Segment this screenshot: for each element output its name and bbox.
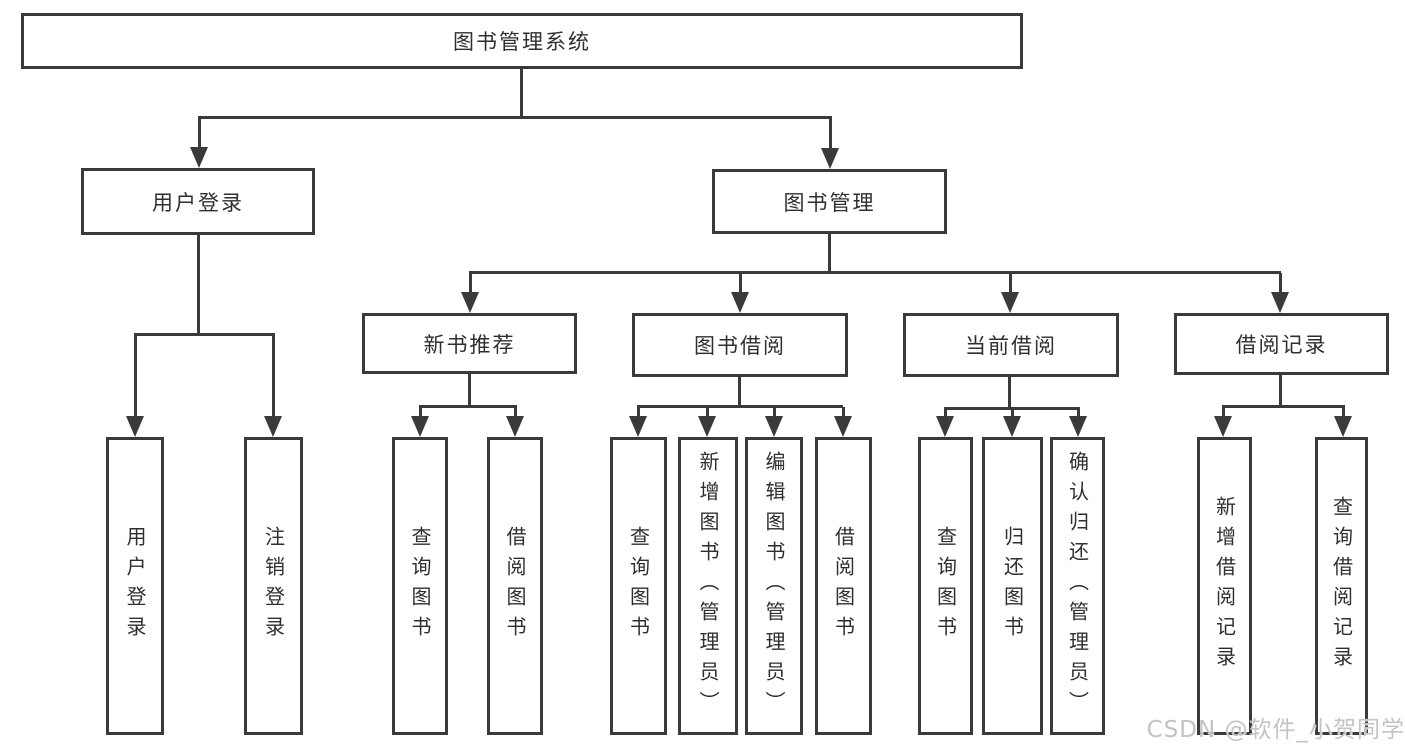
connector-line-vertical: [520, 69, 523, 118]
connector-line-vertical: [1279, 375, 1282, 408]
arrowhead-down-icon: [731, 292, 749, 313]
arrowhead-down-icon: [1001, 292, 1019, 313]
connector-line-horizontal: [944, 407, 1080, 410]
arrow-stem: [739, 273, 742, 303]
leaf-borrow-add-books-admin: 新增图书（管理员）: [678, 437, 738, 735]
connector-line-horizontal: [198, 116, 832, 119]
leaf-borrow-query-books: 查询图书: [610, 437, 667, 735]
arrow-stem: [829, 118, 832, 159]
arrow-stem: [1279, 273, 1282, 303]
node-book-borrow: 图书借阅: [632, 313, 848, 377]
arrowhead-down-icon: [506, 416, 524, 437]
leaf-user-login: 用户登录: [106, 437, 164, 735]
node-current-borrow: 当前借阅: [903, 313, 1119, 377]
arrowhead-down-icon: [765, 416, 783, 437]
arrowhead-down-icon: [1214, 416, 1232, 437]
arrow-stem: [272, 335, 275, 427]
arrowhead-down-icon: [1334, 416, 1352, 437]
arrowhead-down-icon: [126, 416, 144, 437]
connector-line-horizontal: [134, 333, 275, 336]
leaf-current-query-books: 查询图书: [918, 437, 973, 735]
node-new-book-recommend: 新书推荐: [362, 313, 577, 374]
arrowhead-down-icon: [698, 416, 716, 437]
arrowhead-down-icon: [1271, 292, 1289, 313]
leaf-current-confirm-return-admin: 确认归还（管理员）: [1050, 437, 1105, 735]
leaf-recommend-query-books: 查询图书: [392, 437, 448, 735]
leaf-records-query-borrow-record: 查询借阅记录: [1315, 437, 1368, 735]
leaf-recommend-borrow-books: 借阅图书: [487, 437, 543, 735]
arrowhead-down-icon: [1003, 416, 1021, 437]
arrowhead-down-icon: [821, 148, 839, 169]
node-borrow-records: 借阅记录: [1174, 313, 1389, 375]
node-user-login: 用户登录: [81, 168, 315, 235]
leaf-records-add-borrow-record: 新增借阅记录: [1197, 437, 1252, 735]
arrowhead-down-icon: [264, 416, 282, 437]
arrowhead-down-icon: [629, 416, 647, 437]
arrowhead-down-icon: [461, 292, 479, 313]
arrow-stem: [1009, 273, 1012, 303]
arrow-stem: [198, 118, 201, 158]
node-book-management: 图书管理: [712, 169, 947, 234]
arrowhead-down-icon: [834, 416, 852, 437]
arrowhead-down-icon: [190, 147, 208, 168]
connector-line-horizontal: [637, 405, 843, 408]
csdn-watermark: CSDN @软件_小贺同学: [1146, 717, 1405, 743]
node-library-management-system: 图书管理系统: [21, 13, 1023, 69]
connector-line-horizontal: [1222, 405, 1345, 408]
leaf-borrow-edit-books-admin: 编辑图书（管理员）: [745, 437, 803, 735]
leaf-logout: 注销登录: [244, 437, 303, 735]
connector-line-vertical: [197, 235, 200, 335]
arrow-stem: [469, 273, 472, 303]
connector-line-vertical: [828, 234, 831, 274]
connector-line-horizontal: [419, 405, 517, 408]
connector-line-vertical: [1008, 377, 1011, 410]
arrowhead-down-icon: [1069, 416, 1087, 437]
leaf-current-return-books: 归还图书: [982, 437, 1043, 735]
connector-line-vertical: [468, 374, 471, 408]
connector-line-horizontal: [469, 271, 1281, 274]
arrowhead-down-icon: [411, 416, 429, 437]
arrowhead-down-icon: [936, 416, 954, 437]
connector-line-vertical: [738, 377, 741, 408]
arrow-stem: [134, 335, 137, 427]
leaf-borrow-borrow-books: 借阅图书: [815, 437, 872, 735]
